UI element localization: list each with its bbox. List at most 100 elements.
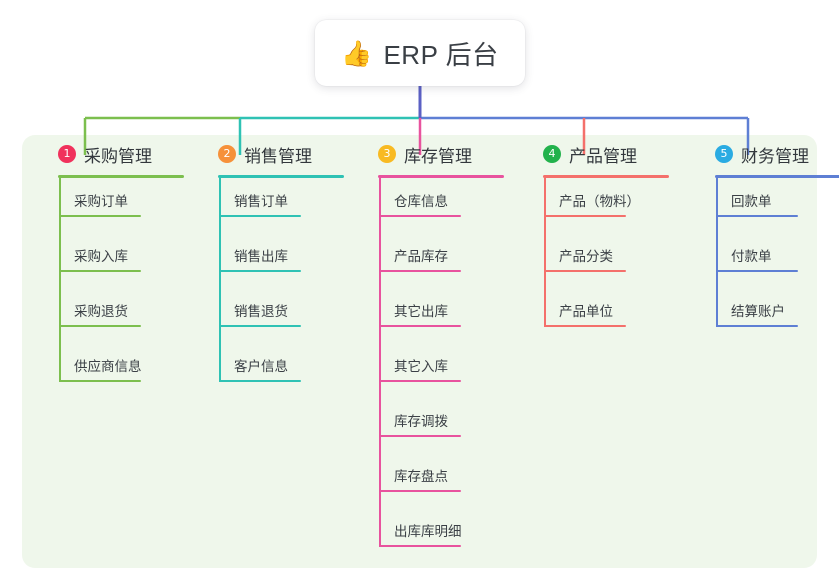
list-item[interactable]: 其它出库 bbox=[360, 288, 520, 343]
column-items-2: 销售订单销售出库销售退货客户信息 bbox=[200, 178, 360, 398]
list-item-label: 采购订单 bbox=[74, 194, 128, 209]
list-item[interactable]: 销售退货 bbox=[200, 288, 360, 343]
list-item-underline bbox=[379, 380, 461, 382]
list-item-underline bbox=[59, 270, 141, 272]
diagram-panel bbox=[22, 135, 817, 568]
column-spine-3 bbox=[379, 178, 381, 547]
column-spine-4 bbox=[544, 178, 546, 327]
column-4: 4 产品管理产品（物料） 产品分类产品单位 bbox=[525, 135, 685, 327]
list-item[interactable]: 付款单 bbox=[697, 233, 839, 288]
list-item-underline bbox=[59, 325, 141, 327]
list-item[interactable]: 销售订单 bbox=[200, 178, 360, 233]
list-item[interactable]: 其它入库 bbox=[360, 343, 520, 398]
list-item-label: 付款单 bbox=[731, 249, 772, 264]
column-spine-1 bbox=[59, 178, 61, 382]
column-title-1: 采购管理 bbox=[84, 146, 152, 166]
column-spine-5 bbox=[716, 178, 718, 327]
list-item-label: 出库库明细 bbox=[394, 524, 462, 539]
list-item-label: 销售出库 bbox=[234, 249, 288, 264]
list-item-underline bbox=[379, 325, 461, 327]
column-badge-5: 5 bbox=[715, 145, 733, 163]
list-item-label: 库存盘点 bbox=[394, 469, 448, 484]
list-item-underline bbox=[544, 325, 626, 327]
column-5: 5 财务管理回款单付款单结算账户 bbox=[697, 135, 839, 327]
list-item-underline bbox=[716, 215, 798, 217]
list-item[interactable]: 供应商信息 bbox=[40, 343, 200, 398]
list-item[interactable]: 产品库存 bbox=[360, 233, 520, 288]
list-item-underline bbox=[59, 380, 141, 382]
column-underline-4 bbox=[543, 175, 669, 178]
list-item-label: 产品单位 bbox=[559, 304, 613, 319]
column-spine-2 bbox=[219, 178, 221, 382]
list-item-label: 供应商信息 bbox=[74, 359, 142, 374]
column-header-3[interactable]: 3 库存管理 bbox=[360, 135, 520, 173]
column-items-5: 回款单付款单结算账户 bbox=[697, 178, 839, 343]
columns-container: 1 采购管理采购订单采购入库采购退货供应商信息 2 销售管理销售订单销售出库销售退货客… bbox=[22, 135, 839, 568]
list-item-label: 库存调拨 bbox=[394, 414, 448, 429]
column-title-2: 销售管理 bbox=[244, 146, 312, 166]
list-item-underline bbox=[219, 325, 301, 327]
list-item-underline bbox=[544, 270, 626, 272]
column-3: 3 库存管理仓库信息产品库存其它出库其它入库库存调拨库存盘点出库库明细 bbox=[360, 135, 520, 547]
column-badge-3: 3 bbox=[378, 145, 396, 163]
column-underline-3 bbox=[378, 175, 504, 178]
list-item[interactable]: 采购退货 bbox=[40, 288, 200, 343]
column-badge-4: 4 bbox=[543, 145, 561, 163]
list-item-label: 销售退货 bbox=[234, 304, 288, 319]
root-node-card[interactable]: 👍 ERP 后台 bbox=[315, 20, 525, 86]
list-item-underline bbox=[219, 215, 301, 217]
list-item-underline bbox=[716, 325, 798, 327]
list-item-underline bbox=[59, 215, 141, 217]
column-badge-2: 2 bbox=[218, 145, 236, 163]
column-title-5: 财务管理 bbox=[741, 146, 809, 166]
list-item[interactable]: 库存调拨 bbox=[360, 398, 520, 453]
column-badge-1: 1 bbox=[58, 145, 76, 163]
root-node-content: 👍 ERP 后台 bbox=[341, 35, 498, 72]
list-item-underline bbox=[379, 215, 461, 217]
list-item-label: 客户信息 bbox=[234, 359, 288, 374]
list-item[interactable]: 结算账户 bbox=[697, 288, 839, 343]
list-item[interactable]: 出库库明细 bbox=[360, 508, 520, 563]
list-item-underline bbox=[219, 380, 301, 382]
column-2: 2 销售管理销售订单销售出库销售退货客户信息 bbox=[200, 135, 360, 382]
list-item-label: 仓库信息 bbox=[394, 194, 448, 209]
list-item-underline bbox=[379, 435, 461, 437]
column-header-5[interactable]: 5 财务管理 bbox=[697, 135, 839, 173]
list-item-label: 产品库存 bbox=[394, 249, 448, 264]
list-item[interactable]: 客户信息 bbox=[200, 343, 360, 398]
list-item[interactable]: 销售出库 bbox=[200, 233, 360, 288]
list-item[interactable]: 仓库信息 bbox=[360, 178, 520, 233]
thumbs-up-icon: 👍 bbox=[341, 38, 373, 68]
list-item-label: 采购入库 bbox=[74, 249, 128, 264]
list-item-label: 结算账户 bbox=[731, 304, 785, 319]
list-item-label: 其它出库 bbox=[394, 304, 448, 319]
column-title-3: 库存管理 bbox=[404, 146, 472, 166]
column-header-4[interactable]: 4 产品管理 bbox=[525, 135, 685, 173]
list-item[interactable]: 采购订单 bbox=[40, 178, 200, 233]
list-item[interactable]: 库存盘点 bbox=[360, 453, 520, 508]
list-item-label: 采购退货 bbox=[74, 304, 128, 319]
column-underline-1 bbox=[58, 175, 184, 178]
list-item[interactable]: 产品分类 bbox=[525, 233, 685, 288]
column-items-4: 产品（物料） 产品分类产品单位 bbox=[525, 178, 685, 343]
column-title-4: 产品管理 bbox=[569, 146, 637, 166]
column-items-1: 采购订单采购入库采购退货供应商信息 bbox=[40, 178, 200, 398]
list-item-underline bbox=[544, 215, 626, 217]
list-item-underline bbox=[379, 490, 461, 492]
column-1: 1 采购管理采购订单采购入库采购退货供应商信息 bbox=[40, 135, 200, 382]
list-item[interactable]: 采购入库 bbox=[40, 233, 200, 288]
root-node-title: ERP 后台 bbox=[383, 39, 499, 70]
column-header-2[interactable]: 2 销售管理 bbox=[200, 135, 360, 173]
list-item-label: 销售订单 bbox=[234, 194, 288, 209]
list-item-underline bbox=[716, 270, 798, 272]
column-header-1[interactable]: 1 采购管理 bbox=[40, 135, 200, 173]
list-item-label: 其它入库 bbox=[394, 359, 448, 374]
list-item[interactable]: 产品单位 bbox=[525, 288, 685, 343]
column-underline-5 bbox=[715, 175, 839, 178]
column-items-3: 仓库信息产品库存其它出库其它入库库存调拨库存盘点出库库明细 bbox=[360, 178, 520, 563]
list-item-underline bbox=[219, 270, 301, 272]
list-item-label: 回款单 bbox=[731, 194, 772, 209]
list-item[interactable]: 产品（物料） bbox=[525, 178, 685, 233]
list-item[interactable]: 回款单 bbox=[697, 178, 839, 233]
list-item-label: 产品（物料） bbox=[559, 194, 640, 209]
